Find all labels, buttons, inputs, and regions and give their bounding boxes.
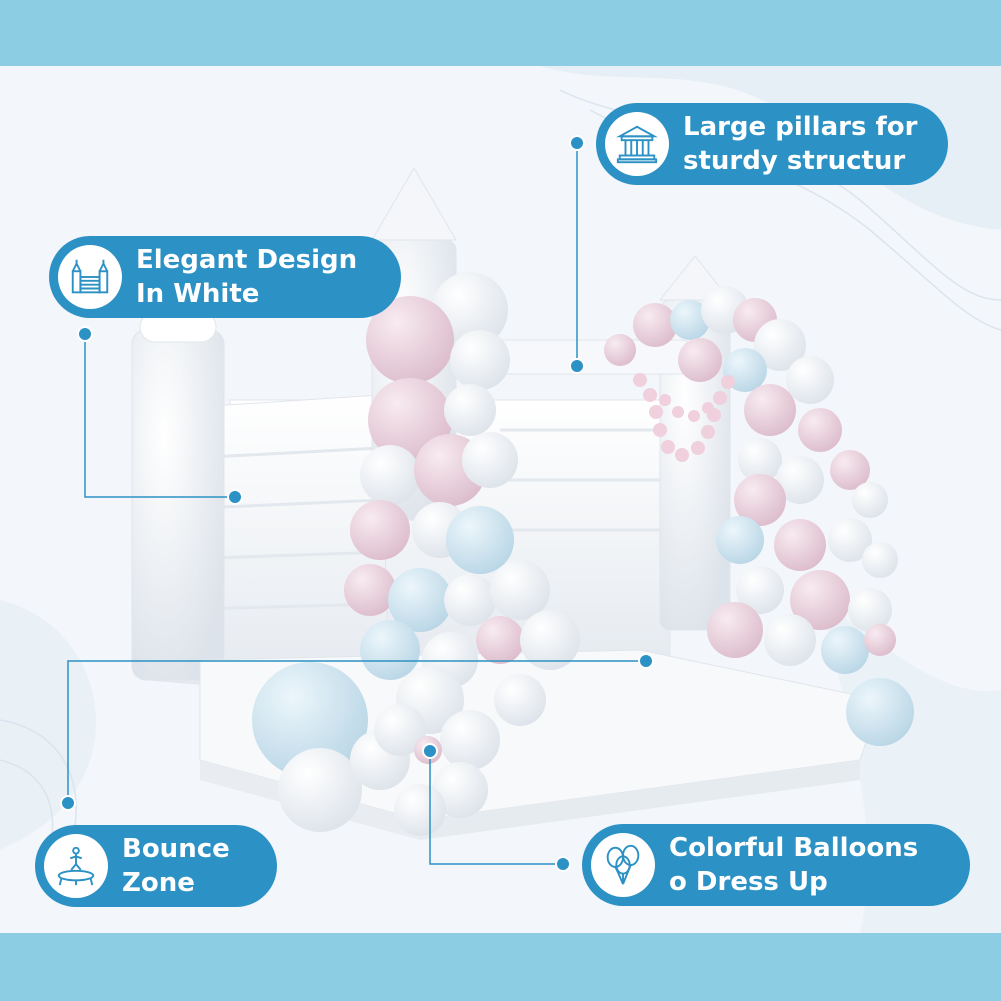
trampoline-icon (44, 834, 108, 898)
callout-dots (60, 135, 654, 872)
bottom-band (0, 933, 1001, 1001)
callout-large-pillars: Large pillars for sturdy structur (596, 103, 948, 185)
pillars-icon (605, 112, 669, 176)
callout-bounce-line2: Zone (122, 868, 195, 898)
callout-colorful-balloons: Colorful Balloons o Dress Up (582, 824, 970, 906)
callout-elegant-design: Elegant Design In White (49, 236, 401, 318)
callout-bounce-line1: Bounce (122, 834, 230, 864)
bounce-house-illustration (0, 66, 1001, 933)
callout-balloons-line1: Colorful Balloons (669, 833, 919, 863)
castle-icon (58, 245, 122, 309)
callout-elegant-line1: Elegant Design (136, 245, 358, 275)
callout-balloons-line2: o Dress Up (669, 867, 828, 897)
callout-pillars-line1: Large pillars for (683, 112, 918, 142)
balloon-garland-left (344, 272, 580, 688)
callout-connectors (67, 143, 646, 865)
top-band (0, 0, 1001, 66)
callout-elegant-line2: In White (136, 279, 260, 309)
callout-bounce-zone: Bounce Zone (35, 825, 277, 907)
balloons-icon (591, 833, 655, 897)
callout-pillars-line2: sturdy structur (683, 146, 906, 176)
product-image (0, 66, 1001, 933)
balloon-garland-bottom (252, 662, 546, 836)
balloon-garland-right (604, 286, 898, 674)
